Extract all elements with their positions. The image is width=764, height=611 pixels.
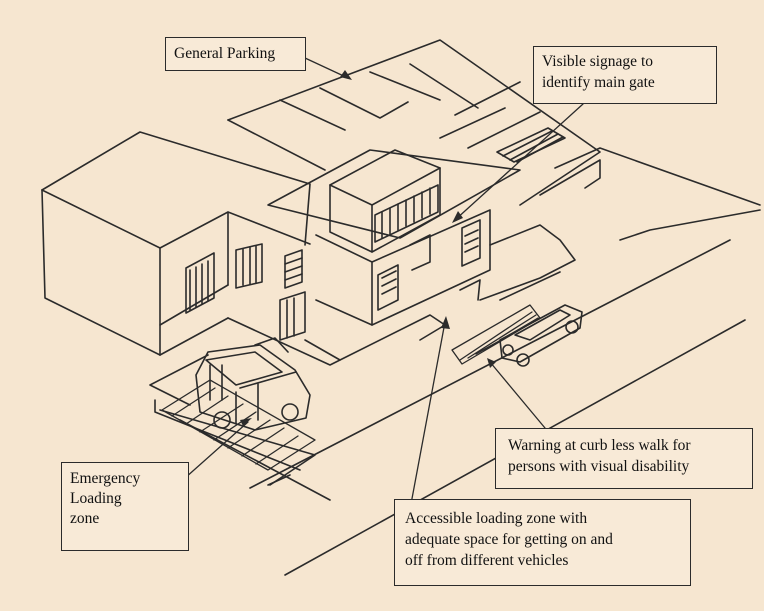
car-right xyxy=(499,304,583,367)
curb-warning-label: Warning at curb less walk for persons wi… xyxy=(495,428,753,489)
left-building xyxy=(41,119,326,356)
emergency-loading-zone-label: Emergency Loading zone xyxy=(61,462,189,551)
entrance-canopy xyxy=(267,149,521,239)
emergency-loading-hatch xyxy=(161,379,316,471)
general-parking-lot xyxy=(227,39,761,241)
accessible-loading-zone-label: Accessible loading zone with adequate sp… xyxy=(394,499,691,586)
left-building-windows xyxy=(185,243,306,341)
emergency-van xyxy=(195,337,311,431)
visible-signage-label: Visible signage to identify main gate xyxy=(533,46,717,104)
hatched-parking-bay xyxy=(496,127,566,163)
leader-lines xyxy=(184,57,584,521)
main-gate-block xyxy=(315,149,491,326)
leader-arrowheads xyxy=(240,70,496,426)
general-parking-label: General Parking xyxy=(165,37,306,71)
